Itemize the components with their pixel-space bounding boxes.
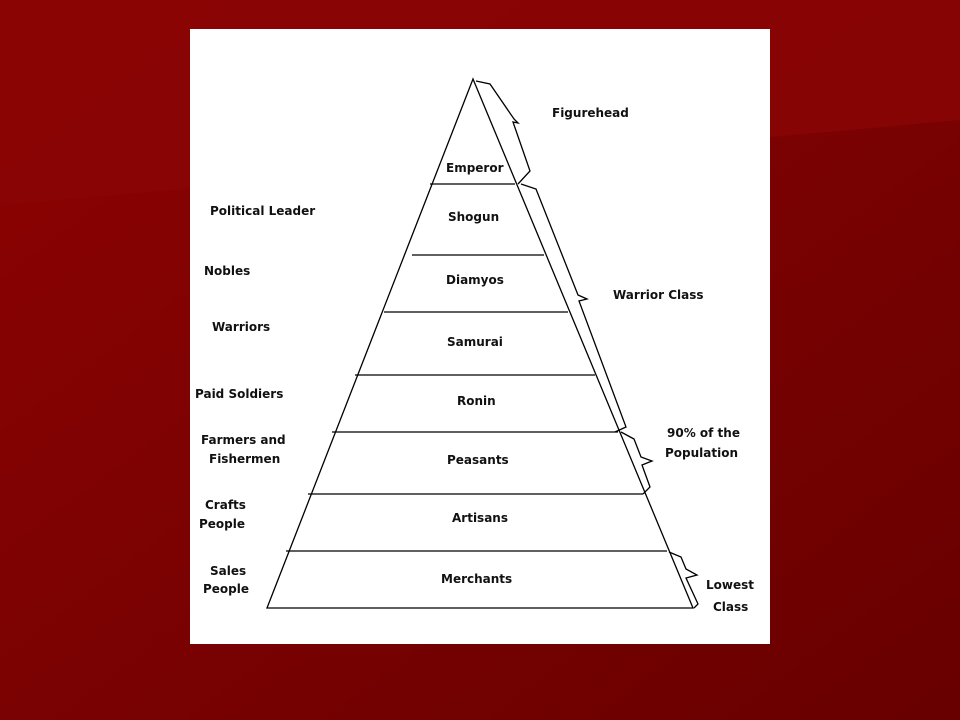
group-label-warrior-class: Warrior Class — [613, 288, 704, 302]
group-label-figurehead: Figurehead — [552, 106, 629, 120]
role-label-sales-line1: Sales — [210, 564, 247, 578]
pyramid-diagram — [266, 77, 699, 609]
group-label-population-line2: Population — [665, 446, 739, 460]
role-label-political-leader: Political Leader — [210, 204, 316, 218]
population-brace — [620, 431, 654, 495]
warrior-class-brace — [520, 183, 627, 433]
role-label-crafts-line2: People — [199, 517, 246, 531]
tier-label-ronin: Ronin — [457, 394, 496, 408]
role-label-paid-soldiers: Paid Soldiers — [195, 387, 284, 401]
role-label-warriors: Warriors — [212, 320, 271, 334]
pyramid-outline — [266, 77, 694, 609]
role-label-farmers-line1: Farmers and — [201, 433, 286, 447]
tier-label-peasants: Peasants — [447, 453, 509, 467]
tier-label-diamyos: Diamyos — [446, 273, 504, 287]
group-label-population-line1: 90% of the — [667, 426, 740, 440]
tier-label-merchants: Merchants — [441, 572, 513, 586]
role-label-sales-line2: People — [203, 582, 250, 596]
role-label-crafts-line1: Crafts — [205, 498, 246, 512]
tier-label-artisans: Artisans — [452, 511, 508, 525]
group-label-lowest-line1: Lowest — [706, 578, 754, 592]
tier-label-samurai: Samurai — [447, 335, 503, 349]
lowest-class-brace — [668, 551, 699, 609]
group-label-lowest-line2: Class — [713, 600, 749, 614]
role-label-nobles: Nobles — [204, 264, 251, 278]
tier-label-shogun: Shogun — [448, 210, 500, 224]
role-label-farmers-line2: Fishermen — [209, 452, 281, 466]
tier-label-emperor: Emperor — [446, 161, 504, 175]
figurehead-brace — [475, 80, 531, 185]
diagram-card: Emperor Shogun Diamyos Samurai Ronin Pea… — [190, 29, 770, 644]
